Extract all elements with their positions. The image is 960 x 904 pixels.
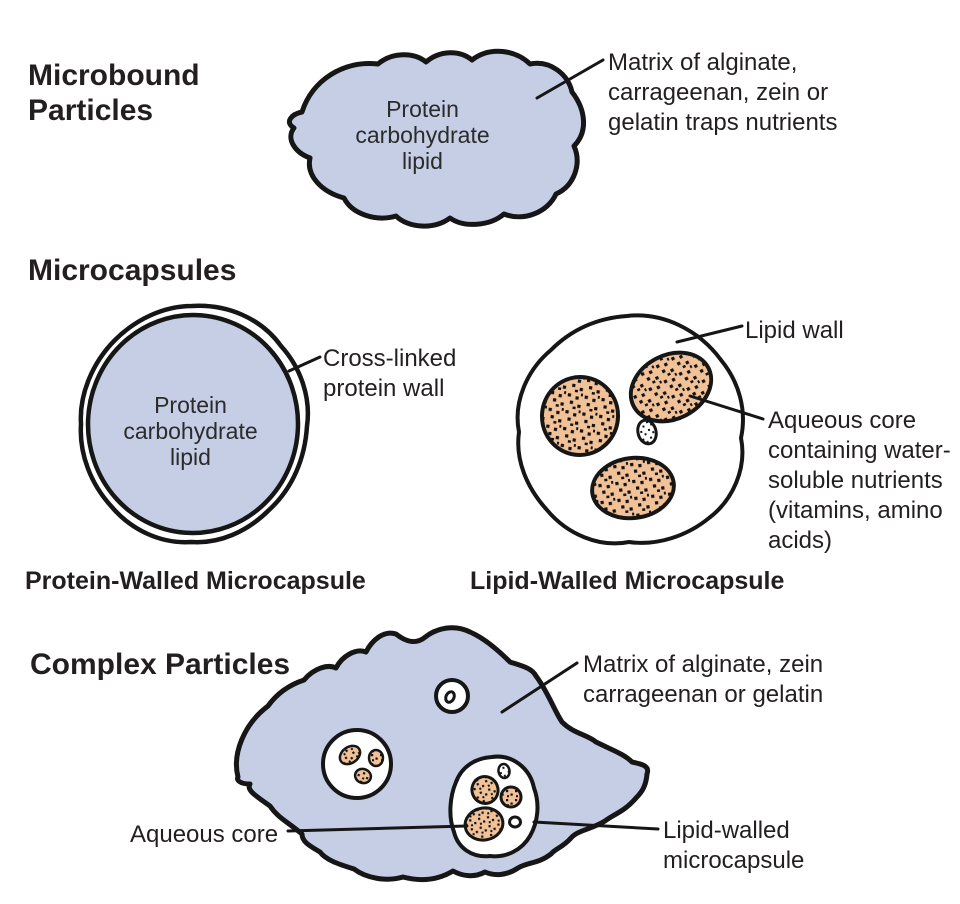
microbound-particle-blob — [287, 48, 587, 229]
microcapsules-heading: Microcapsules — [28, 254, 237, 287]
tiny-stippled-droplet — [636, 418, 658, 446]
aqueous-core-blob-bottom — [590, 455, 676, 521]
microbound-heading: Microbound Particles — [28, 59, 200, 128]
aqueous-core-circle — [321, 728, 393, 800]
protein-walled-microcapsule — [78, 303, 311, 545]
lipid-droplet — [353, 767, 373, 785]
aqueous-core-label: Aqueous core — [130, 821, 279, 848]
embedded-aqueous-core-blob — [470, 775, 500, 805]
microbound-matrix-annotation: Matrix of alginate, carrageenan, zein or… — [608, 49, 838, 136]
matrix-blob — [287, 48, 587, 229]
lipid-walled-caption: Lipid-Walled Microcapsule — [470, 567, 785, 595]
small-vesicle-core — [444, 690, 456, 704]
complex-matrix-annotation: Matrix of alginate, zein carrageenan or … — [583, 651, 824, 708]
complex-heading: Complex Particles — [30, 648, 291, 681]
protein-capsule-core — [85, 312, 301, 536]
lipid-walled-microcapsule — [515, 313, 745, 546]
cross-linked-wall-annotation: Cross-linked protein wall — [323, 345, 457, 402]
protein-walled-caption: Protein-Walled Microcapsule — [25, 567, 366, 595]
protein-capsule-label: Protein carbohydrate lipid — [123, 392, 258, 471]
microbound-blob-label: Protein carbohydrate lipid — [355, 96, 490, 175]
aqueous-core-blob-left — [539, 375, 621, 457]
lipid-droplet — [367, 748, 385, 768]
aqueous-core-annotation: Aqueous core containing water- soluble n… — [768, 407, 951, 554]
embedded-aqueous-core-blob — [499, 785, 523, 809]
lipid-wall-annotation: Lipid wall — [745, 317, 844, 344]
tiny-stippled-droplet — [497, 762, 511, 780]
embedded-lipid-walled-microcapsule — [448, 754, 540, 859]
small-empty-vesicle — [508, 815, 522, 829]
lipid-walled-microcapsule-label: Lipid-walled microcapsule — [663, 817, 805, 874]
lipid-droplet — [338, 744, 362, 766]
